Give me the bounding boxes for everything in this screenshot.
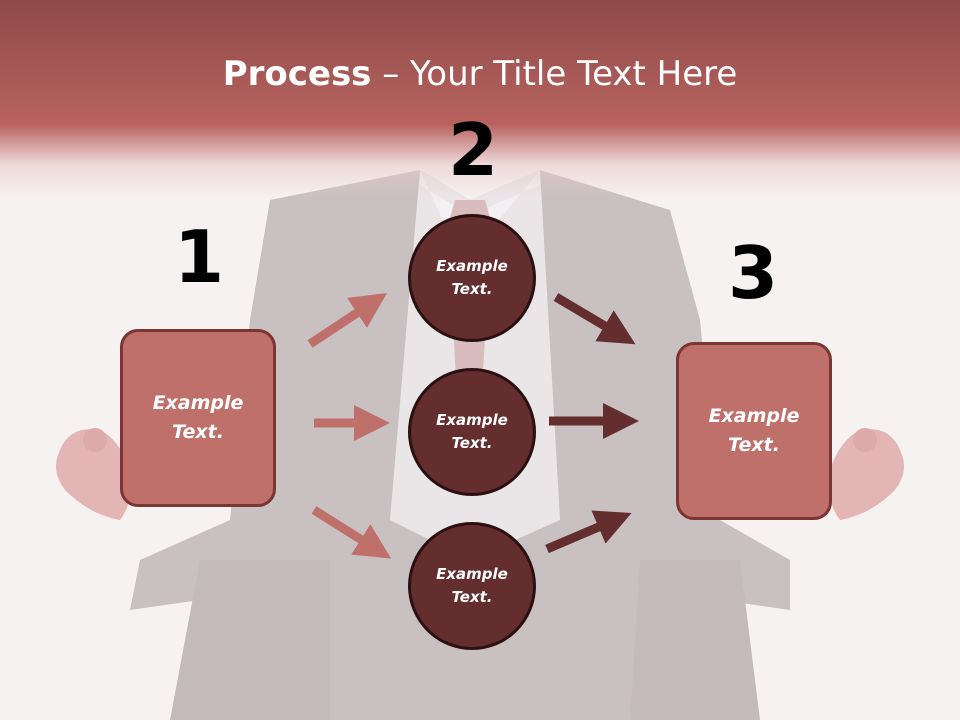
right-box-label: Example Text. [708,405,800,456]
slide-title: Process – Your Title Text Here [0,52,960,96]
top-circle-label: Example Text. [436,257,508,298]
bottom-circle-label: Example Text. [436,565,508,606]
middle-circle-label: Example Text. [436,411,508,452]
top-circle: Example Text. [408,214,536,342]
title-bold: Process [222,54,372,94]
step-number-3: 3 [727,231,779,315]
step-number-2: 2 [447,108,499,192]
right-text-box: Example Text. [676,342,832,520]
left-text-box: Example Text. [120,329,276,507]
bottom-circle: Example Text. [408,522,536,650]
step-number-1: 1 [173,215,225,299]
header-band [0,0,960,200]
left-box-label: Example Text. [152,392,244,443]
middle-circle: Example Text. [408,368,536,496]
title-rest: – Your Title Text Here [371,54,738,94]
